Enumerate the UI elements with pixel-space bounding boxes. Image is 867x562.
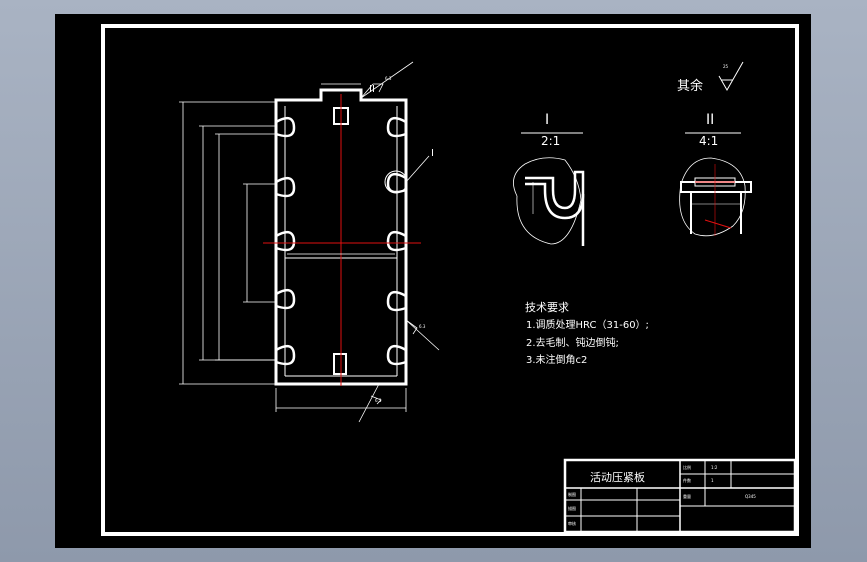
- outer-border: [101, 24, 799, 536]
- detail-I-leader-label: I: [431, 148, 434, 159]
- detail-II-leader-label: II: [369, 84, 375, 95]
- detail-I-scale: 2:1: [541, 134, 561, 148]
- title-block: [563, 458, 797, 534]
- title-block-ratio-label: 比例: [683, 465, 691, 470]
- plate-main-view: [274, 88, 408, 386]
- roughness-value-top-right: 25: [723, 64, 729, 69]
- centre-lines: [263, 94, 421, 386]
- residual-roughness-label: 其余: [677, 79, 704, 94]
- roughness-value-bottom-face: 6.3: [375, 398, 382, 403]
- roughness-symbol: [718, 61, 744, 92]
- title-block-qty-label: 件数: [683, 478, 691, 483]
- cad-viewport[interactable]: 其余 25 6.3 6.3 6.3 II I I 2:1 II 4:1 技术要求…: [55, 14, 811, 548]
- detail-I-mark: I: [545, 112, 550, 128]
- title-block-ratio-value: 1:2: [711, 465, 718, 470]
- engineering-drawing: [101, 24, 799, 536]
- requirement-item-3: 3.未注倒角c2: [526, 355, 588, 366]
- detail-I-view: [513, 157, 585, 246]
- detail-II-mark: II: [706, 112, 715, 128]
- title-block-checked-label: 审核: [568, 521, 576, 526]
- title-block-drawn-label: 制图: [568, 492, 576, 497]
- requirement-item-2: 2.去毛制、钝边倒钝;: [526, 338, 619, 349]
- title-block-weight-label: 重量: [683, 494, 691, 499]
- title-block-part-name: 活动压紧板: [590, 471, 645, 484]
- title-block-material-value: Q345: [745, 494, 756, 499]
- title-block-traced-label: 描图: [568, 506, 576, 511]
- roughness-value-side-face: 6.3: [419, 324, 426, 329]
- title-block-qty-value: 1: [711, 478, 714, 483]
- roughness-value-top-flange: 6.3: [385, 76, 392, 81]
- technical-requirements-title: 技术要求: [525, 301, 569, 314]
- dimension-lines: [179, 61, 440, 423]
- requirement-item-1: 1.调质处理HRC（31-60）;: [526, 320, 649, 331]
- detail-II-scale: 4:1: [699, 134, 719, 148]
- detail-II-view: [679, 157, 752, 237]
